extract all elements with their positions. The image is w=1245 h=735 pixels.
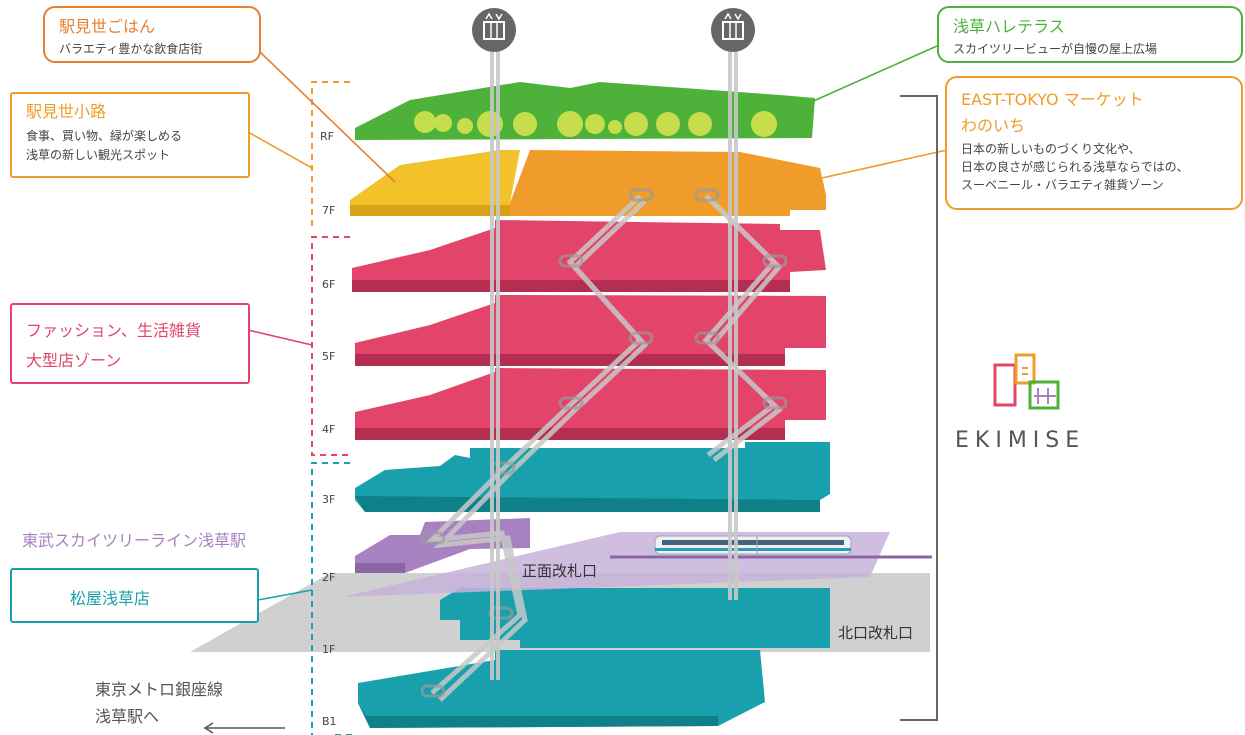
callout-title-line2: 大型店ゾーン bbox=[26, 351, 122, 370]
tobu-line-label: 東武スカイツリーライン浅草駅 bbox=[22, 531, 247, 550]
callout-desc-line3: スーベニール・バラエティ雑貨ゾーン bbox=[961, 178, 1164, 192]
escalator-paths bbox=[425, 194, 783, 702]
callout-title: 駅見世ごはん bbox=[59, 17, 156, 36]
metro-label-line2: 浅草駅へ bbox=[95, 707, 160, 726]
floor-rf-slab bbox=[355, 82, 815, 140]
floor-1f-slab bbox=[440, 588, 830, 648]
floor-label-7f: 7F bbox=[322, 204, 336, 217]
floor-group-brackets bbox=[311, 81, 352, 735]
floor-5f-slab bbox=[355, 295, 826, 366]
left-arrow-icon bbox=[203, 722, 285, 734]
callout-title: 松屋浅草店 bbox=[70, 589, 151, 608]
building-bracket bbox=[900, 95, 938, 721]
floor-label-6f: 6F bbox=[322, 278, 336, 291]
floor-7f-slab bbox=[350, 150, 826, 216]
ekimise-logo-text: EKIMISE bbox=[955, 428, 1086, 453]
callout-desc: バラエティ豊かな飲食店街 bbox=[59, 42, 203, 56]
floor-label-3f: 3F bbox=[322, 493, 336, 506]
floor-label-5f: 5F bbox=[322, 350, 336, 363]
callout-title-line1: ファッション、生活雑貨 bbox=[26, 321, 202, 340]
callout-title: 浅草ハレテラス bbox=[953, 17, 1065, 36]
callout-desc: スカイツリービューが自慢の屋上広場 bbox=[953, 42, 1158, 56]
elevator-icon bbox=[472, 8, 516, 52]
callout-desc-line2: 浅草の新しい観光スポット bbox=[26, 148, 171, 162]
front-gate-label: 正面改札口 bbox=[522, 562, 598, 580]
floor-label-4f: 4F bbox=[322, 423, 336, 436]
floor-label-b1: B1 bbox=[322, 715, 337, 728]
callout-title: 駅見世小路 bbox=[26, 102, 107, 121]
north-gate-label: 北口改札口 bbox=[838, 624, 914, 642]
floor-3f-slab bbox=[355, 442, 830, 512]
floor-label-rf: RF bbox=[320, 130, 334, 143]
callout-title-line2: わのいち bbox=[961, 116, 1026, 135]
callout-east-tokyo-market: EAST-TOKYO マーケット わのいち 日本の新しいものづくり文化や、 日本… bbox=[945, 76, 1243, 210]
train-illustration bbox=[610, 535, 932, 559]
metro-label-line1: 東京メトロ銀座線 bbox=[95, 680, 224, 699]
floor-4f-slab bbox=[355, 368, 826, 440]
floor-b1-slab bbox=[358, 650, 765, 728]
elevator-shafts bbox=[490, 50, 738, 680]
callout-fashion-zone: ファッション、生活雑貨 大型店ゾーン bbox=[10, 303, 250, 384]
callout-hale-terrace: 浅草ハレテラス スカイツリービューが自慢の屋上広場 bbox=[937, 6, 1243, 63]
elevator-icon bbox=[711, 8, 755, 52]
callout-desc-line2: 日本の良さが感じられる浅草ならではの、 bbox=[961, 160, 1189, 174]
callout-title-line1: EAST-TOKYO マーケット bbox=[961, 90, 1144, 109]
ekimise-logo-mark bbox=[993, 353, 1060, 410]
callout-ekimise-koji: 駅見世小路 食事、買い物、緑が楽しめる 浅草の新しい観光スポット bbox=[10, 92, 250, 178]
floor-label-1f: 1F bbox=[322, 643, 336, 656]
floor-label-2f: 2F bbox=[322, 571, 336, 584]
callout-desc-line1: 日本の新しいものづくり文化や、 bbox=[961, 142, 1141, 156]
callout-ekimise-gohan: 駅見世ごはん バラエティ豊かな飲食店街 bbox=[43, 6, 261, 63]
callout-desc-line1: 食事、買い物、緑が楽しめる bbox=[26, 129, 183, 143]
callout-leaders bbox=[247, 45, 948, 601]
callout-matsuya: 松屋浅草店 bbox=[10, 568, 259, 623]
